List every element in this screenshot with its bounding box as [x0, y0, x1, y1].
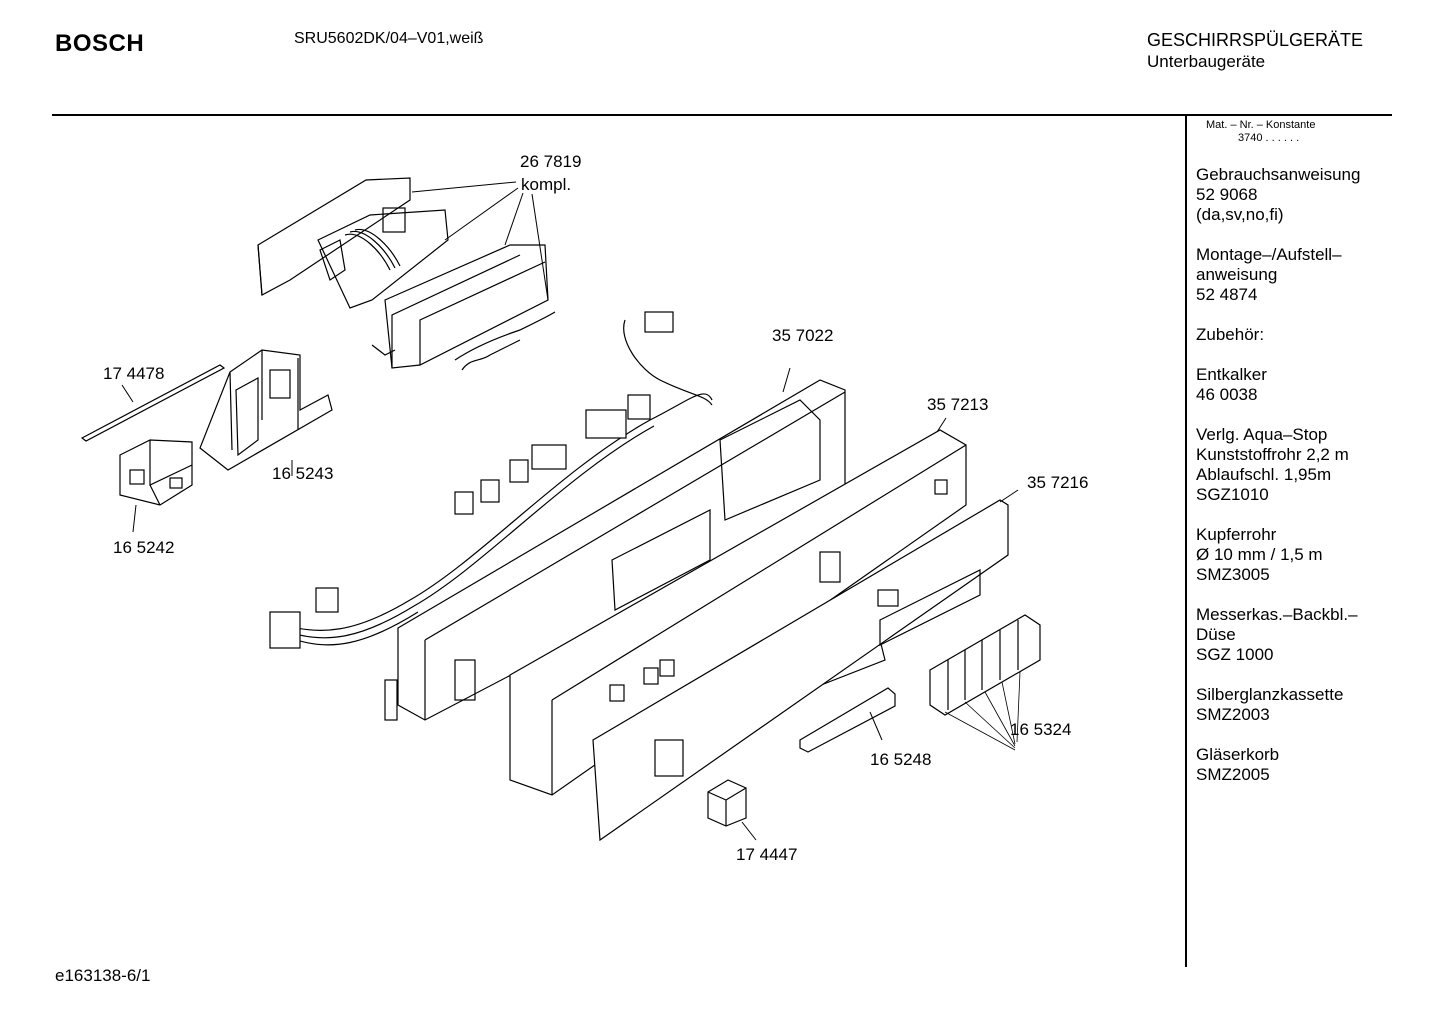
- sidebar-line: 52 4874: [1196, 285, 1258, 304]
- sidebar-line: 46 0038: [1196, 385, 1258, 404]
- sidebar-line: Silberglanzkassette: [1196, 685, 1344, 704]
- part-267819-drawing[interactable]: [257, 177, 556, 371]
- header-divider: [52, 114, 1392, 116]
- sidebar-line: anweisung: [1196, 265, 1278, 284]
- label-267819: 26 7819: [520, 152, 581, 171]
- part-357216-drawing[interactable]: [592, 499, 1009, 842]
- sidebar-line: Entkalker: [1196, 365, 1267, 384]
- part-174447-drawing[interactable]: [707, 779, 747, 827]
- sidebar-line: Kunststoffrohr 2,2 m: [1196, 445, 1349, 464]
- sidebar-line: Düse: [1196, 625, 1236, 644]
- mat-nr-heading: Mat. – Nr. – Konstante: [1206, 119, 1316, 131]
- label-267819-note: kompl.: [521, 175, 571, 194]
- part-357213-drawing[interactable]: [509, 429, 967, 796]
- sidebar-line: SGZ1010: [1196, 485, 1269, 504]
- sidebar-line: (da,sv,no,fi): [1196, 205, 1284, 224]
- sidebar-line: SMZ2003: [1196, 705, 1270, 724]
- sidebar-line: SMZ3005: [1196, 565, 1270, 584]
- part-165242-drawing[interactable]: [119, 439, 193, 506]
- accessories-sidebar: Mat. – Nr. – Konstante 3740 . . . . . . …: [1196, 118, 1436, 785]
- sidebar-line: Zubehör:: [1196, 325, 1265, 344]
- part-165248-drawing[interactable]: [799, 687, 896, 753]
- part-174478-drawing[interactable]: [80, 364, 226, 442]
- brand-logo: BOSCH: [55, 30, 145, 57]
- part-357022-drawing[interactable]: [384, 379, 846, 721]
- subcategory-title: Unterbaugeräte: [1147, 52, 1266, 71]
- diagram-reference: e163138-6/1: [55, 966, 151, 985]
- label-174478: 17 4478: [103, 364, 164, 383]
- sidebar-line: Kupferrohr: [1196, 525, 1277, 544]
- sidebar-line: Ablaufschl. 1,95m: [1196, 465, 1332, 484]
- sidebar-line: Gläserkorb: [1196, 745, 1280, 764]
- sidebar-line: Messerkas.–Backbl.–: [1196, 605, 1358, 624]
- label-165324: 16 5324: [1010, 720, 1071, 739]
- sidebar-line: Montage–/Aufstell–: [1196, 245, 1342, 264]
- label-165248: 16 5248: [870, 750, 931, 769]
- sidebar-line: 52 9068: [1196, 185, 1258, 204]
- part-165324-drawing[interactable]: [929, 614, 1041, 716]
- mat-nr-value: 3740 . . . . . .: [1238, 132, 1300, 144]
- label-165243: 16 5243: [272, 464, 333, 483]
- sidebar-line: Ø 10 mm / 1,5 m: [1196, 545, 1323, 564]
- label-357216: 35 7216: [1027, 473, 1088, 492]
- sidebar-line: SMZ2005: [1196, 765, 1270, 784]
- sidebar-divider: [1185, 116, 1187, 967]
- cable-harness-drawing[interactable]: [269, 311, 713, 649]
- label-165242: 16 5242: [113, 538, 174, 557]
- sidebar-line: Verlg. Aqua–Stop: [1196, 425, 1328, 444]
- label-174447: 17 4447: [736, 845, 797, 864]
- sidebar-line: SGZ 1000: [1196, 645, 1274, 664]
- part-165243-drawing[interactable]: [199, 349, 333, 471]
- sidebar-block: Zubehör:: [1196, 325, 1436, 345]
- label-357213: 35 7213: [927, 395, 988, 414]
- category-title: GESCHIRRSPÜLGERÄTE: [1147, 30, 1364, 50]
- label-357022: 35 7022: [772, 326, 833, 345]
- model-number: SRU5602DK/04–V01,weiß: [294, 30, 484, 47]
- sidebar-line: Gebrauchsanweisung: [1196, 165, 1361, 184]
